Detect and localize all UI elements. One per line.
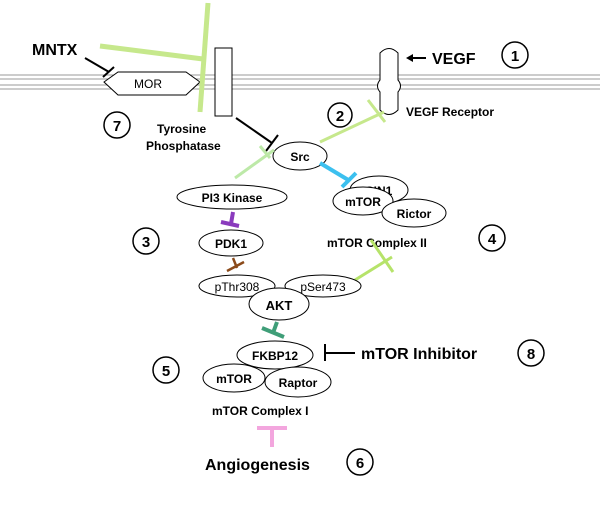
svg-text:PDK1: PDK1 [215, 237, 247, 251]
svg-text:AKT: AKT [266, 298, 293, 313]
akt-to-fkbp12 [261, 321, 285, 339]
tyrosine-phosphatase [214, 47, 233, 117]
svg-text:mTOR: mTOR [216, 372, 252, 386]
src-to-mtorc2 [318, 161, 358, 189]
pdk1-to-pthr308 [226, 257, 245, 273]
vegf-arrow: VEGF [406, 51, 476, 68]
step-6: 6 [346, 448, 374, 476]
step-7: 7 [103, 111, 131, 139]
svg-text:5: 5 [162, 363, 170, 380]
svg-text:8: 8 [527, 346, 535, 363]
svg-text:Phosphatase: Phosphatase [146, 139, 221, 153]
src-node: Src [272, 141, 328, 171]
svg-text:FKBP12: FKBP12 [252, 349, 298, 363]
tyrosine-phosphatase-label: Tyrosine Phosphatase [146, 122, 221, 153]
phosphatase-inhibits-src [235, 117, 279, 152]
vegf-label: VEGF [432, 51, 476, 68]
cell-membrane [0, 74, 600, 90]
mor-label: MOR [134, 77, 162, 91]
mtor-inhibitor-label: mTOR Inhibitor [361, 346, 477, 363]
step-1: 1 [501, 41, 529, 69]
step-3: 3 [132, 227, 160, 255]
svg-text:3: 3 [142, 234, 150, 251]
mntx-inhibition-bar [99, 2, 211, 113]
svg-text:PI3 Kinase: PI3 Kinase [202, 191, 263, 205]
svg-text:Src: Src [290, 150, 310, 164]
step-4: 4 [478, 224, 506, 252]
angiogenesis-label: Angiogenesis [205, 457, 310, 474]
vegf-receptor [377, 48, 401, 115]
mtor-inhibitor: mTOR Inhibitor [324, 344, 477, 363]
svg-text:pThr308: pThr308 [215, 280, 260, 294]
akt-complex: pThr308 pSer473 AKT [198, 274, 362, 321]
svg-text:Rictor: Rictor [397, 207, 432, 221]
mtorc1-to-angiogenesis [257, 426, 287, 447]
svg-text:Tyrosine: Tyrosine [157, 122, 206, 136]
svg-text:Raptor: Raptor [279, 376, 318, 390]
mntx-label: MNTX [32, 42, 78, 59]
svg-text:6: 6 [356, 455, 364, 472]
vegf-receptor-label: VEGF Receptor [406, 105, 494, 119]
mtor-complex-2-label: mTOR Complex II [327, 236, 427, 250]
mtor-complex-1-label: mTOR Complex I [212, 404, 308, 418]
step-2: 2 [327, 102, 353, 128]
mtor-complex-2: SIN1 mTOR Rictor mTOR Complex II [327, 175, 447, 250]
mtor-complex-1: FKBP12 mTOR Raptor mTOR Complex I [202, 340, 332, 418]
mntx-inhibits-mor: MNTX [32, 42, 115, 78]
svg-text:7: 7 [113, 118, 121, 135]
mtorc2-to-pser473 [354, 239, 395, 282]
pi3k-node: PI3 Kinase [176, 184, 288, 210]
step-8: 8 [517, 339, 545, 367]
svg-text:pSer473: pSer473 [300, 280, 346, 294]
pdk1-node: PDK1 [198, 229, 264, 257]
step-5: 5 [152, 356, 180, 384]
mor-receptor: MOR [103, 71, 201, 96]
svg-text:2: 2 [336, 108, 344, 125]
pi3k-to-pdk1 [220, 211, 240, 228]
svg-text:1: 1 [511, 48, 519, 65]
svg-text:mTOR: mTOR [345, 195, 381, 209]
svg-text:4: 4 [488, 231, 497, 248]
src-to-pi3k [234, 145, 275, 180]
vegfr-to-src [319, 99, 387, 144]
